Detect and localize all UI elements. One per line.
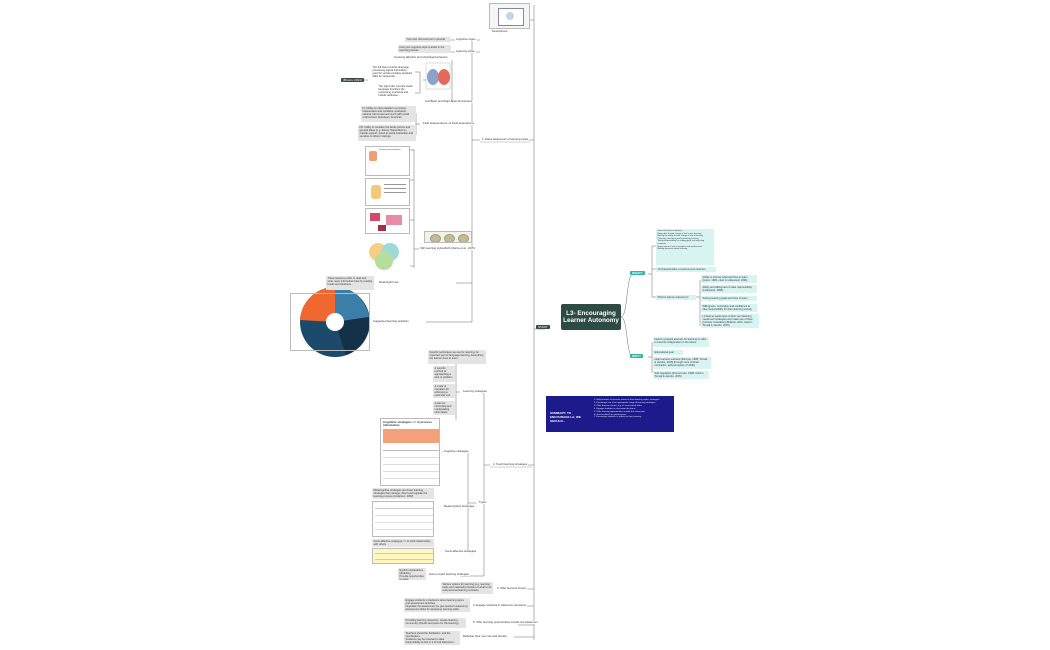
panel-small-notes: Personal notes for learners <box>379 149 401 151</box>
vak-oval-2 <box>444 234 455 242</box>
brain-caption[interactable]: Left-Brain and Right-Brain Dominance <box>424 99 474 104</box>
learning-styles-label[interactable]: Learning styles <box>455 49 476 54</box>
what-answer-4: Willingness, motivation and confidence t… <box>701 304 757 312</box>
left-brain-desc: The left brain controls language process… <box>371 65 415 80</box>
descriptions-image <box>489 3 530 29</box>
what-answer-3: Setting learning goals and how to learn. <box>701 296 757 301</box>
vak-oval-3 <box>458 234 469 242</box>
field-independent-desc: FI: Ability to notice details in a conte… <box>361 106 416 122</box>
characteristics-label[interactable]: 10 characteristics of autonomous learner… <box>656 267 716 272</box>
brain-note: Involving affective and physiological fa… <box>393 55 449 60</box>
branch2-label[interactable]: 2. Teach learning strategies <box>492 462 529 467</box>
what-answer-5: L2 learner awareness of their own learni… <box>701 314 759 328</box>
ls-item-3: A plan for controlling and manipulating … <box>433 401 455 415</box>
socio-table <box>372 548 434 564</box>
visual-learner-card: Personal notes for learners <box>365 146 410 176</box>
meaningful-use-label[interactable]: Meaningful Use <box>378 280 400 285</box>
why-item-3: Help learners succeed (Dörnyei, 1998; To… <box>653 357 711 369</box>
suggested-activities-label[interactable]: Suggested learning activities <box>372 319 410 324</box>
why-tag[interactable]: WHY? <box>630 354 643 358</box>
activities-wheel <box>300 286 370 357</box>
cognitive-styles-label[interactable]: Cognitive styles <box>455 37 477 42</box>
metacognitive-table <box>372 501 434 537</box>
branch1-label[interactable]: 1. Raise awareness of learning styles <box>481 137 530 142</box>
socio-affective-label[interactable]: Socio-affective strategies <box>444 549 478 554</box>
summary-panel[interactable]: SUMMARY: TO ENCOURAGE LA, WE SHOULD... 1… <box>546 396 674 432</box>
cognitive-strategies-label[interactable]: Cognitive strategies <box>443 449 470 454</box>
field-dependent-desc: FD: Ability to visualize the whole pictu… <box>358 125 416 141</box>
learning-styles-desc: How your cognitive style is acted in the… <box>398 45 451 53</box>
kinesthetic-learner-card <box>365 208 410 234</box>
what-tag[interactable]: WHAT? <box>630 271 645 275</box>
ls-definition: Specific techniques we use for learning.… <box>428 350 486 364</box>
branch3-label[interactable]: 3. Offer learners choice <box>496 586 528 591</box>
field-independence-label[interactable]: Field Independence vs Field dependence <box>422 121 476 126</box>
why-item-1: Need to prepare learners for learning in… <box>653 337 709 347</box>
branch3-text: Various options for learning (e.g. learn… <box>441 582 493 594</box>
cognitive-strategies-card: Cognitive strategies => to process infor… <box>380 418 440 486</box>
multiple-intelligence-venn <box>363 238 411 274</box>
vak-image <box>424 231 472 243</box>
what-answer-1: Ability to choose what and how to learn … <box>701 275 757 283</box>
central-topic[interactable]: L3- Encouraging Learner Autonomy <box>561 304 621 330</box>
branch4-label[interactable]: 4. Engage students in classroom decision… <box>472 603 528 608</box>
summary-body: 1. Help learners to become aware of thei… <box>594 399 660 419</box>
meta-text: Metacognitive strategies are those learn… <box>372 488 434 499</box>
vak-label[interactable]: VAK learning styles/Kolb (Ibarra et al.,… <box>419 246 476 251</box>
brain-reference-tag[interactable]: (Brown, 2014) <box>341 78 364 82</box>
descriptions-label: Descriptions <box>491 29 509 34</box>
start-tag[interactable]: START <box>536 325 550 329</box>
what-is-la-question[interactable]: What is learner autonomy? <box>656 295 696 300</box>
why-item-2: Educational goal <box>653 350 683 355</box>
suggested-activities-image <box>290 293 370 351</box>
ls-item-2: A mode of operation for achieving a part… <box>433 384 455 398</box>
summary-title: SUMMARY: TO ENCOURAGE LA, WE SHOULD... <box>550 411 581 423</box>
multiple-note: These learners prefer to read and write,… <box>326 276 374 290</box>
socio-text: Socio-affective strategies => to build r… <box>372 539 434 547</box>
metacognitive-strategies-label[interactable]: Metacognitive strategies <box>443 504 476 509</box>
branch5-label[interactable]: 5. Offer learning opportunities outside … <box>472 620 539 625</box>
auditory-learner-card <box>365 178 410 206</box>
right-brain-desc: The right brain controls visual language… <box>377 84 415 98</box>
types-label[interactable]: Types <box>478 500 488 505</box>
how-to-teach-label[interactable]: How to teach learning strategies <box>428 572 470 577</box>
why-item-4: Self-regulation (Zimmerman, 1998, cited … <box>653 371 709 379</box>
cognitive-styles-desc: Your own mind and act in general <box>405 37 451 42</box>
what-answer-2: Ability and willingness to take responsi… <box>701 285 757 293</box>
how-to-teach-text: Explicit explanations Modelling Provide … <box>398 568 426 580</box>
branch6-text: Teachers should be facilitators, and the… <box>404 631 460 645</box>
learner-autonomy-ideas-box: Ideas of learner autonomy ... Being able… <box>656 229 714 265</box>
branch4-text: Engage students in decisions about learn… <box>404 598 470 612</box>
learning-strategies-label[interactable]: Learning strategies <box>462 389 488 394</box>
ls-item-1: A specific method of approaching a task … <box>433 366 455 382</box>
branch5-text: Providing learning resources. Create lea… <box>404 618 466 628</box>
branch6-label[interactable]: Redefine their own role and identity <box>462 634 508 639</box>
vak-oval-1 <box>430 234 441 242</box>
cog-title: Cognitive strategies => to process infor… <box>383 420 433 428</box>
